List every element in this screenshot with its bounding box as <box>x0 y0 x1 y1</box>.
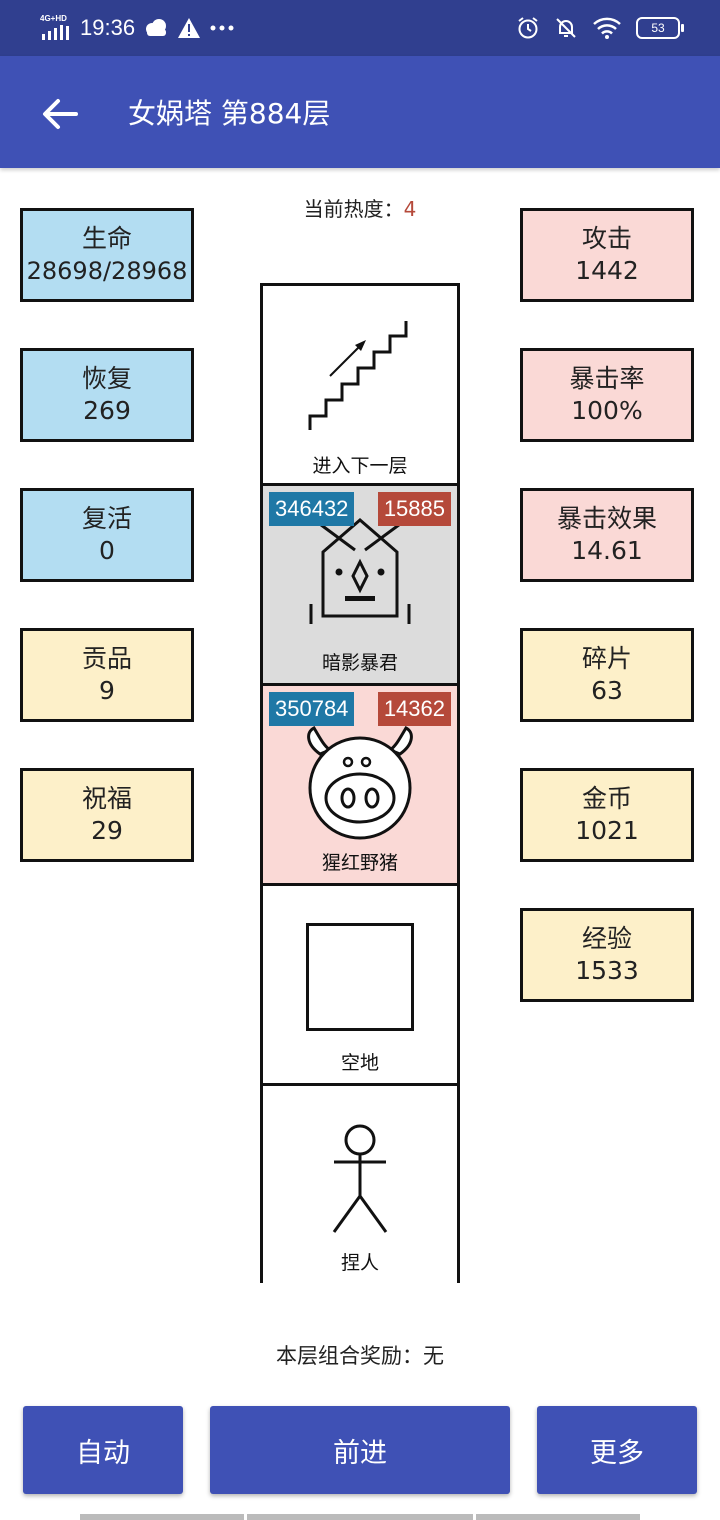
stat-value: 14.61 <box>571 536 643 565</box>
auto-button[interactable]: 自动 <box>23 1406 183 1494</box>
app-bar: 女娲塔 第884层 <box>0 56 720 168</box>
wifi-icon <box>593 17 621 39</box>
weather-icon <box>146 19 167 36</box>
back-arrow-icon[interactable] <box>40 94 80 134</box>
stat-experience: 经验 1533 <box>520 908 694 1002</box>
cell-label: 进入下一层 <box>312 455 408 477</box>
stat-recovery: 恢复 269 <box>20 348 194 442</box>
tower-cell-empty[interactable]: 空地 <box>263 883 457 1083</box>
forward-button[interactable]: 前进 <box>210 1406 510 1494</box>
status-bar: 4G+HD 19:36 53 <box>0 0 720 56</box>
stat-label: 恢复 <box>81 364 132 393</box>
tower-cell-monster[interactable]: 350784 14362 猩红野猪 <box>263 683 457 883</box>
more-button[interactable]: 更多 <box>537 1406 697 1494</box>
stat-value: 0 <box>99 536 115 565</box>
stat-label: 暴击率 <box>569 364 645 393</box>
nav-indicator <box>476 1514 640 1520</box>
monster-hp-badge: 346432 <box>269 492 355 526</box>
empty-square-icon <box>306 923 414 1031</box>
tower-column: 进入下一层 346432 15885 暗影暴君 350784 <box>260 283 460 1283</box>
more-notifications-icon <box>210 25 234 31</box>
stat-value: 9 <box>99 676 115 705</box>
stat-label: 暴击效果 <box>556 504 657 533</box>
stat-label: 祝福 <box>81 784 132 813</box>
warning-icon <box>178 18 201 38</box>
stat-blessing: 祝福 29 <box>20 768 194 862</box>
stairs-icon <box>308 321 408 430</box>
stat-crit-rate: 暴击率 100% <box>520 348 694 442</box>
cell-label: 猩红野猪 <box>321 852 398 874</box>
heat-indicator: 当前热度：4 <box>0 196 720 222</box>
stat-fragments: 碎片 63 <box>520 628 694 722</box>
stick-figure-icon <box>332 1124 388 1233</box>
stat-attack: 攻击 1442 <box>520 208 694 302</box>
mute-icon <box>556 18 576 38</box>
monster-hp-badge: 350784 <box>269 692 355 726</box>
monster-attack-badge: 14362 <box>377 692 451 726</box>
stat-gold: 金币 1021 <box>520 768 694 862</box>
alarm-icon <box>518 17 538 39</box>
stat-label: 生命 <box>81 224 132 253</box>
stat-value: 1021 <box>575 816 639 845</box>
cell-label: 暗影暴君 <box>321 652 398 674</box>
stat-value: 1442 <box>575 256 639 285</box>
stat-revive: 复活 0 <box>20 488 194 582</box>
stat-value: 100% <box>571 396 643 425</box>
cell-label: 空地 <box>340 1052 379 1074</box>
stat-label: 金币 <box>581 784 632 813</box>
stat-value: 269 <box>83 396 131 425</box>
stat-value: 63 <box>591 676 623 705</box>
stat-value: 28698/28968 <box>26 257 188 285</box>
stat-label: 碎片 <box>581 644 632 673</box>
stat-crit-effect: 暴击效果 14.61 <box>520 488 694 582</box>
tower-cell-character[interactable]: 捏人 <box>263 1083 457 1283</box>
stat-label: 复活 <box>81 504 132 533</box>
page-title: 女娲塔 第884层 <box>128 97 331 130</box>
tower-cell-stairs[interactable]: 进入下一层 <box>263 286 457 486</box>
stat-life: 生命 28698/28968 <box>20 208 194 302</box>
stat-label: 贡品 <box>81 644 132 673</box>
combo-bonus: 本层组合奖励：无 <box>276 1344 444 1368</box>
clock: 19:36 <box>80 15 136 40</box>
nav-indicator <box>247 1514 473 1520</box>
nav-indicator <box>80 1514 244 1520</box>
battery-level: 53 <box>651 21 665 35</box>
cell-label: 捏人 <box>340 1252 379 1274</box>
tower-cell-monster[interactable]: 346432 15885 暗影暴君 <box>263 483 457 683</box>
stat-label: 经验 <box>581 924 632 953</box>
network-type: 4G+HD <box>40 14 67 23</box>
stat-value: 29 <box>91 816 123 845</box>
stat-value: 1533 <box>575 956 639 985</box>
stat-tribute: 贡品 9 <box>20 628 194 722</box>
monster-attack-badge: 15885 <box>377 492 451 526</box>
signal-icon: 4G+HD <box>40 14 72 42</box>
heat-value: 4 <box>403 197 417 221</box>
pig-monster-icon <box>307 726 413 840</box>
battery-icon: 53 <box>636 17 684 39</box>
stat-label: 攻击 <box>581 224 632 253</box>
heat-label: 当前热度： <box>303 197 404 221</box>
